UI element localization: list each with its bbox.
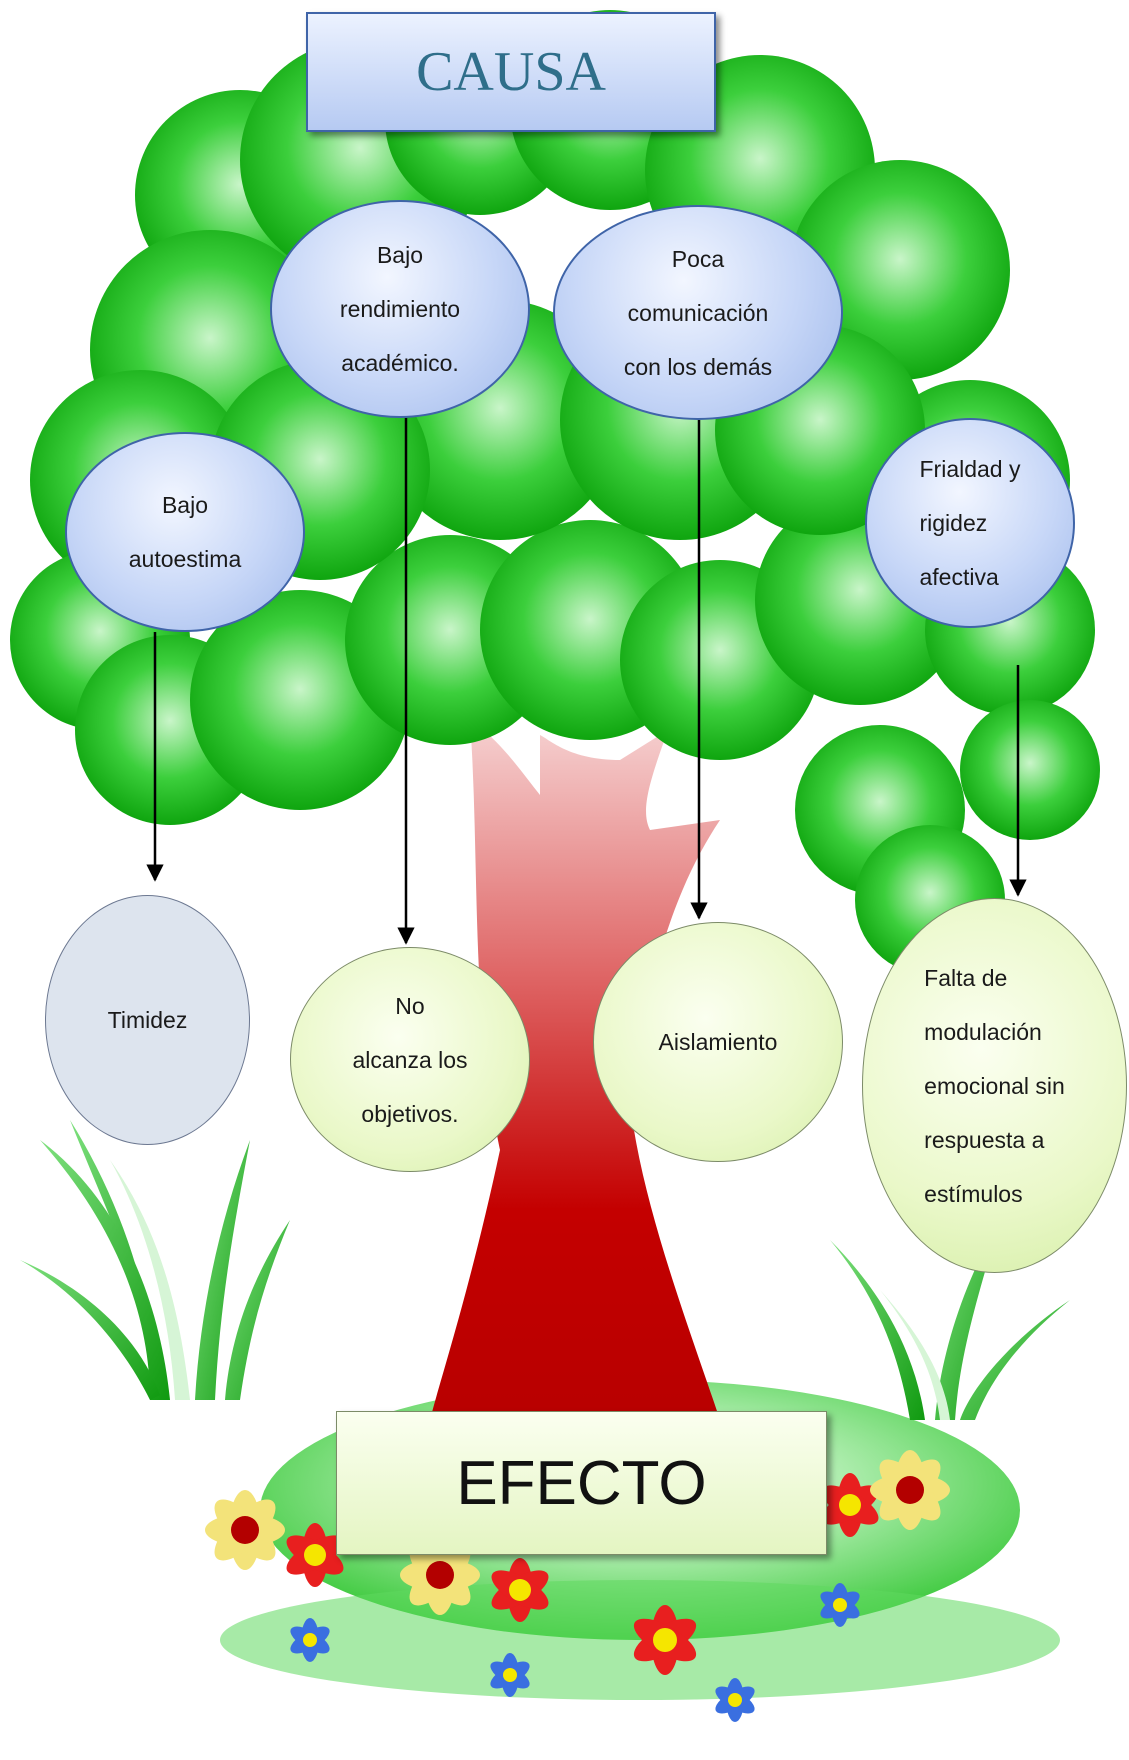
effect-label: Falta de modulación emocional sin respue… bbox=[924, 964, 1065, 1207]
tree-trunk bbox=[430, 720, 720, 1420]
effect-bubble-timidez: Timidez bbox=[45, 895, 250, 1145]
efecto-title: EFECTO bbox=[456, 1448, 707, 1518]
effect-label: Aislamiento bbox=[658, 1029, 778, 1055]
cause-bubble-comunicacion: Poca comunicación con los demás bbox=[553, 205, 843, 420]
cause-label: Bajo rendimiento académico. bbox=[339, 242, 461, 376]
cause-effect-arrows bbox=[146, 418, 1027, 945]
flower-bed bbox=[205, 1450, 950, 1722]
effect-label: No alcanza los objetivos. bbox=[352, 992, 468, 1127]
effect-bubble-modulacion: Falta de modulación emocional sin respue… bbox=[862, 898, 1127, 1273]
cause-label: Poca comunicación con los demás bbox=[623, 245, 773, 380]
causa-title: CAUSA bbox=[416, 41, 606, 103]
effect-bubble-aislamiento: Aislamiento bbox=[593, 922, 843, 1162]
cause-label: Frialdad y rigidez afectiva bbox=[919, 456, 1021, 590]
cause-bubble-autoestima: Bajo autoestima bbox=[65, 432, 305, 632]
cause-bubble-rendimiento: Bajo rendimiento académico. bbox=[270, 200, 530, 418]
effect-bubble-objetivos: No alcanza los objetivos. bbox=[290, 947, 530, 1172]
plant-left bbox=[20, 1120, 290, 1400]
cause-bubble-frialdad: Frialdad y rigidez afectiva bbox=[865, 418, 1075, 628]
cause-label: Bajo autoestima bbox=[128, 492, 242, 572]
effect-label: Timidez bbox=[107, 1007, 188, 1033]
causa-title-box: CAUSA bbox=[306, 12, 716, 132]
efecto-title-box: EFECTO bbox=[336, 1411, 827, 1555]
